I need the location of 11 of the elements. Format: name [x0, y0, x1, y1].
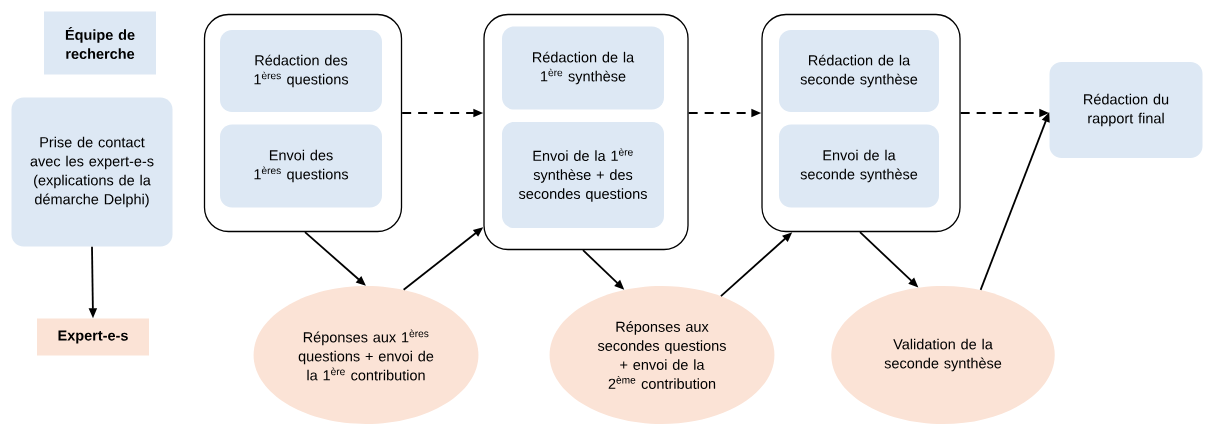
process-box: Rédaction de la seconde synthèse: [779, 30, 939, 112]
process-box: Rédaction de la 1$^{ère}$ synthèse: [502, 26, 664, 110]
process-box: Envoi de la 1$^{ère}$ synthèse + des secondes questions: [502, 122, 664, 228]
arrow: [304, 231, 366, 286]
process-box: Envoi de la seconde synthèse: [779, 124, 939, 208]
process-box: Prise de contact avec les expert-e-s (explications de la démarche Delphi): [11, 97, 173, 247]
heading-box: Équipe de recherche: [44, 11, 156, 75]
process-box: Rédaction du rapport final: [1049, 62, 1203, 158]
heading-box: Expert-e-s: [37, 318, 149, 356]
process-box: Envoi des 1$^{ères}$ questions: [220, 124, 382, 208]
process-box: Rédaction des 1$^{ères}$ questions: [220, 30, 382, 112]
